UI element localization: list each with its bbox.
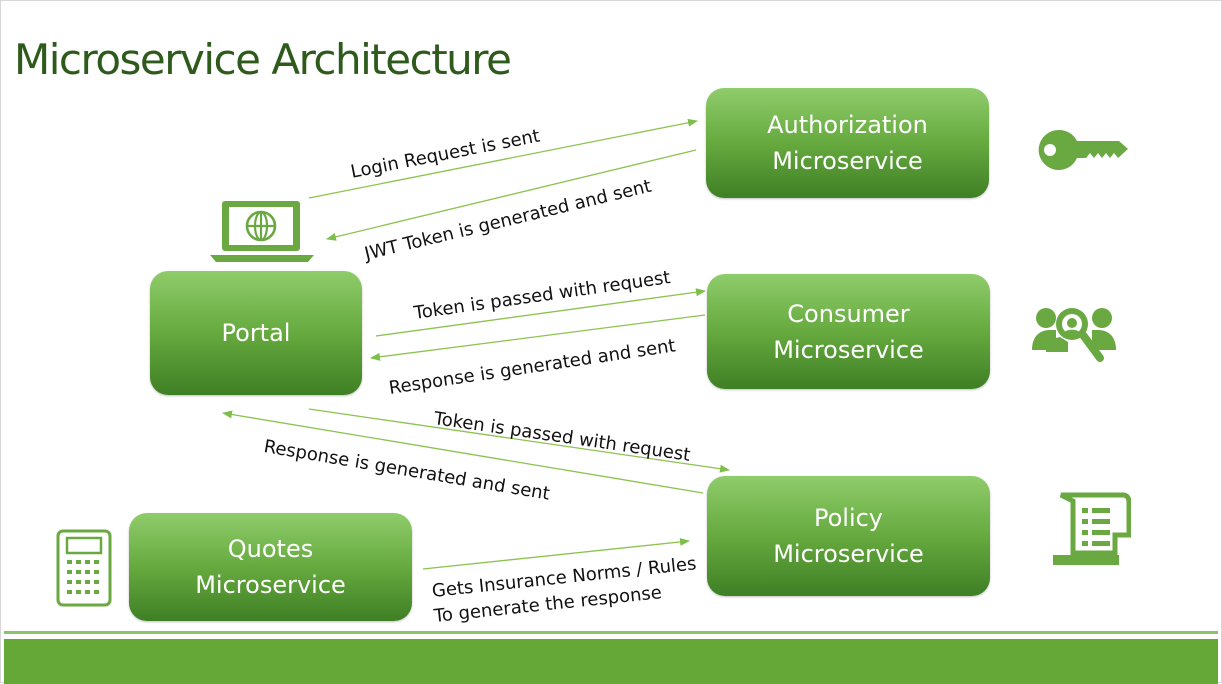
authorization-box-line1: Authorization [767,111,928,139]
key-icon [1038,129,1128,170]
arrow-token-consumer [375,288,706,337]
consumer-box-line2: Microservice [773,335,924,364]
arrow-login-request [308,118,698,199]
policy-box-line1: Policy [813,504,884,532]
laptop-globe-icon [210,201,314,262]
arrow-response-policy [222,410,704,494]
document-scroll-icon [1053,492,1131,565]
authorization-box-line2: Microservice [772,147,923,175]
portal-box-label: Portal [221,319,291,347]
footer-band [4,639,1218,684]
slide-title: Microservice Architecture [14,35,512,84]
policy-box-line2: Microservice [773,540,924,568]
footer-accent-line [4,631,1218,634]
quotes-box-line2: Microservice [195,571,346,599]
consumer-box-line1: Consumer [787,299,910,328]
arrow-quotes-policy [422,537,690,570]
calculator-icon [56,529,112,607]
arrow-token-policy [308,408,730,473]
portal-box: Portal [150,271,362,395]
arrow-response-consumer [370,314,706,361]
arrow-jwt-token [326,149,697,241]
quotes-box-line1: Quotes [227,535,314,563]
users-search-icon [1032,308,1116,362]
